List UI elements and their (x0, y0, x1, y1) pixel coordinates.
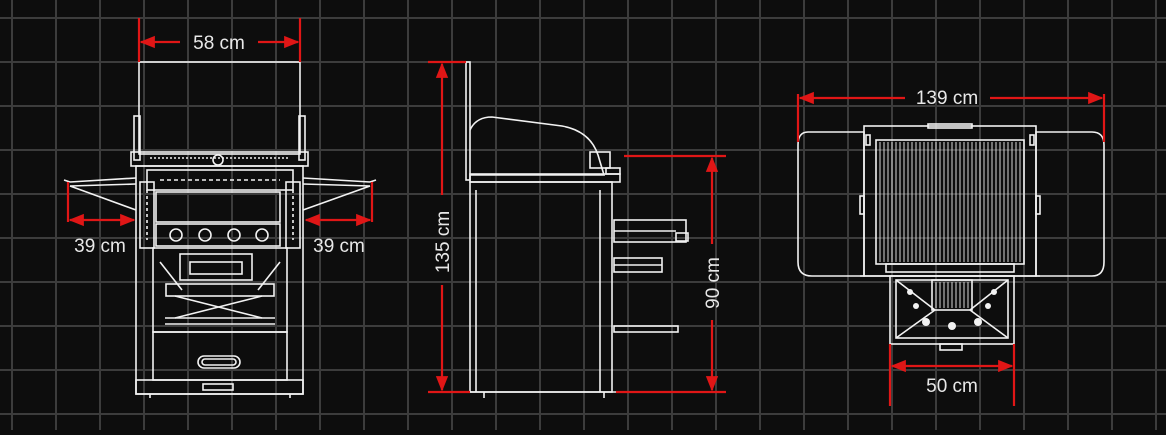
grate-bars (879, 142, 1021, 262)
front-right-shelf (302, 177, 371, 183)
front-right-shelf-label: 39 cm (313, 236, 365, 257)
drawer-holes (907, 289, 997, 330)
front-right-post (298, 115, 306, 161)
control-knob-icon (255, 228, 269, 242)
side-hood (469, 116, 606, 176)
front-drawer-handle (197, 355, 241, 369)
dimension-lines (66, 18, 1106, 406)
top-cooking-grate (875, 139, 1025, 265)
front-left-shelf (69, 177, 137, 183)
side-lid (465, 61, 471, 181)
top-left-shelf (797, 131, 865, 277)
side-total-height-label: 135 cm (433, 211, 454, 273)
control-knob-icon (169, 228, 183, 242)
top-right-shelf (1035, 131, 1105, 277)
side-counter-height-label: 90 cm (703, 257, 724, 309)
control-knob-icon (198, 228, 212, 242)
top-grill-body (863, 125, 1037, 277)
front-firebox (155, 191, 281, 223)
front-width-label: 58 cm (193, 33, 245, 54)
front-control-panel (155, 223, 281, 247)
thermometer-icon (212, 154, 224, 166)
top-total-width-label: 139 cm (916, 88, 978, 109)
control-knob-icon (227, 228, 241, 242)
front-left-post (133, 115, 141, 161)
front-left-shelf-label: 39 cm (74, 236, 126, 257)
top-view (797, 123, 1105, 351)
front-view (63, 61, 377, 398)
top-drawer-width-label: 50 cm (926, 376, 978, 397)
front-lid (138, 61, 301, 155)
side-view (465, 61, 689, 398)
